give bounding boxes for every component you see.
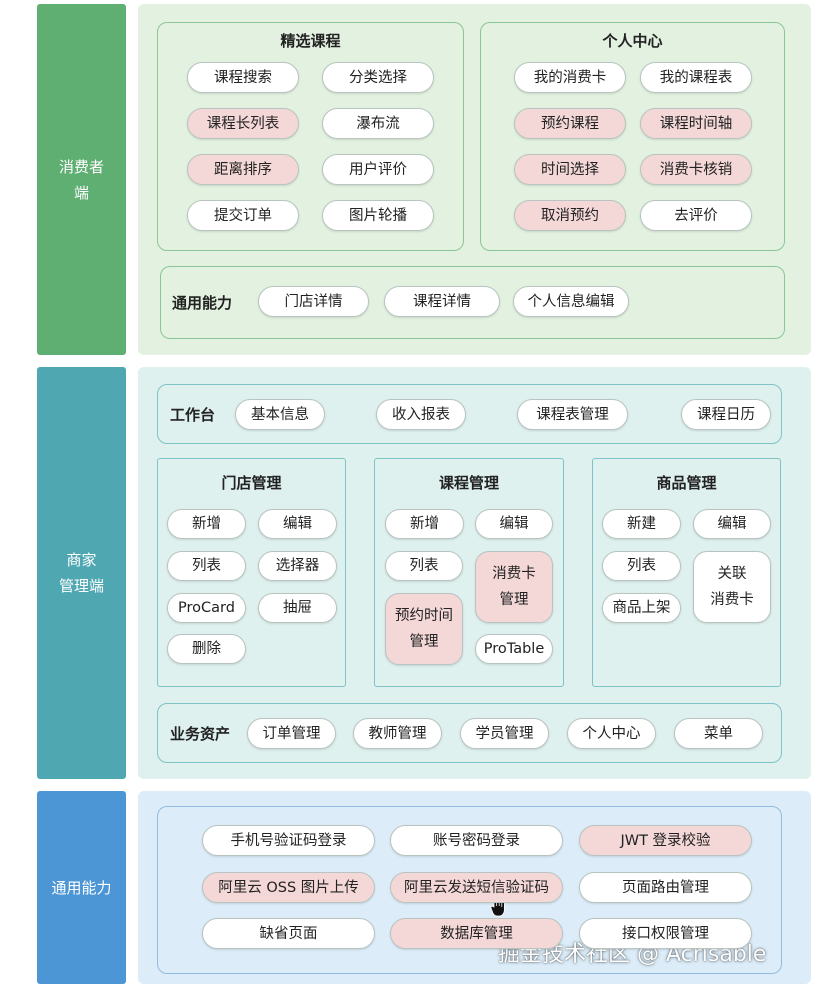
- workbench-label: 工作台: [170, 406, 216, 424]
- featured-course-pill: 课程长列表: [187, 108, 299, 139]
- featured-course-pill: 提交订单: [187, 200, 299, 231]
- course-management-group: [374, 458, 564, 687]
- personal-center-pill: 消费卡核销: [640, 154, 752, 185]
- workbench-pill: 课程表管理: [517, 399, 628, 430]
- store-management-pill: 选择器: [258, 551, 337, 581]
- workbench-pill: 课程日历: [681, 399, 771, 430]
- personal-center-pill: 预约课程: [514, 108, 626, 139]
- course-management-pill: ProTable: [475, 634, 553, 664]
- common-capability-pill: 数据库管理: [390, 918, 563, 949]
- course-management-title: 课程管理: [438, 474, 499, 492]
- goods-management-pill: 编辑: [693, 509, 771, 539]
- personal-center-pill: 课程时间轴: [640, 108, 752, 139]
- course-management-pill: 新增: [385, 509, 464, 539]
- personal-center-group: [480, 22, 785, 251]
- common-capability-pill: 手机号验证码登录: [202, 825, 375, 856]
- featured-course-pill: 瀑布流: [322, 108, 434, 139]
- goods-management-title: 商品管理: [656, 474, 717, 492]
- course-management-pill: 编辑: [475, 509, 553, 539]
- merchant-side-label: 商家 管理端: [37, 367, 126, 779]
- common-capability-pill: 页面路由管理: [579, 872, 752, 903]
- featured-course-pill: 图片轮播: [322, 200, 434, 231]
- common-side-label: 通用能力: [37, 791, 126, 984]
- featured-course-pill: 用户评价: [322, 154, 434, 185]
- featured-course-pill: 分类选择: [322, 62, 434, 93]
- goods-management-pill: 关联 消费卡: [693, 551, 771, 623]
- business-assets-group: [157, 703, 782, 763]
- personal-center-pill: 我的课程表: [640, 62, 752, 93]
- store-management-pill: 抽屉: [258, 593, 337, 623]
- goods-management-pill: 新建: [602, 509, 681, 539]
- consumer-general-pill: 门店详情: [258, 286, 369, 317]
- consumer-general-pill: 课程详情: [384, 286, 500, 317]
- workbench-pill: 基本信息: [235, 399, 325, 430]
- store-management-pill: ProCard: [167, 593, 246, 623]
- goods-management-group: [592, 458, 781, 687]
- consumer-general-label: 通用能力: [172, 294, 233, 312]
- featured-courses-title: 精选课程: [280, 32, 341, 50]
- business-asset-pill: 个人中心: [567, 718, 656, 749]
- workbench-group: [157, 384, 782, 444]
- course-management-pill: 预约时间 管理: [385, 593, 463, 665]
- personal-center-pill: 去评价: [640, 200, 752, 231]
- store-management-group: [157, 458, 346, 687]
- consumer-side-label: 消费者 端: [37, 4, 126, 355]
- store-management-pill: 新增: [167, 509, 246, 539]
- featured-courses-group: [157, 22, 464, 251]
- course-management-pill: 列表: [385, 551, 463, 581]
- consumer-general-pill: 个人信息编辑: [513, 286, 629, 317]
- common-capability-pill: 阿里云 OSS 图片上传: [202, 872, 375, 903]
- common-capability-pill: 接口权限管理: [579, 918, 752, 949]
- personal-center-title: 个人中心: [602, 32, 663, 50]
- workbench-pill: 收入报表: [376, 399, 466, 430]
- store-management-pill: 编辑: [258, 509, 337, 539]
- featured-course-pill: 距离排序: [187, 154, 299, 185]
- personal-center-pill: 时间选择: [514, 154, 626, 185]
- business-asset-pill: 学员管理: [460, 718, 549, 749]
- common-capability-pill: JWT 登录校验: [579, 825, 752, 856]
- personal-center-pill: 取消预约: [514, 200, 626, 231]
- business-asset-pill: 菜单: [674, 718, 763, 749]
- goods-management-pill: 列表: [602, 551, 681, 581]
- business-asset-pill: 订单管理: [247, 718, 336, 749]
- course-management-pill: 消费卡 管理: [475, 551, 553, 623]
- personal-center-pill: 我的消费卡: [514, 62, 626, 93]
- common-capability-pill: 缺省页面: [202, 918, 375, 949]
- goods-management-pill: 商品上架: [602, 593, 681, 623]
- store-management-title: 门店管理: [221, 474, 282, 492]
- store-management-pill: 删除: [167, 634, 246, 664]
- business-assets-label: 业务资产: [170, 725, 231, 743]
- featured-course-pill: 课程搜索: [187, 62, 299, 93]
- common-capability-pill: 阿里云发送短信验证码: [390, 872, 563, 903]
- common-capability-pill: 账号密码登录: [390, 825, 563, 856]
- common-capabilities-group: [157, 806, 782, 974]
- store-management-pill: 列表: [167, 551, 246, 581]
- consumer-general-group: [160, 266, 785, 339]
- business-asset-pill: 教师管理: [353, 718, 442, 749]
